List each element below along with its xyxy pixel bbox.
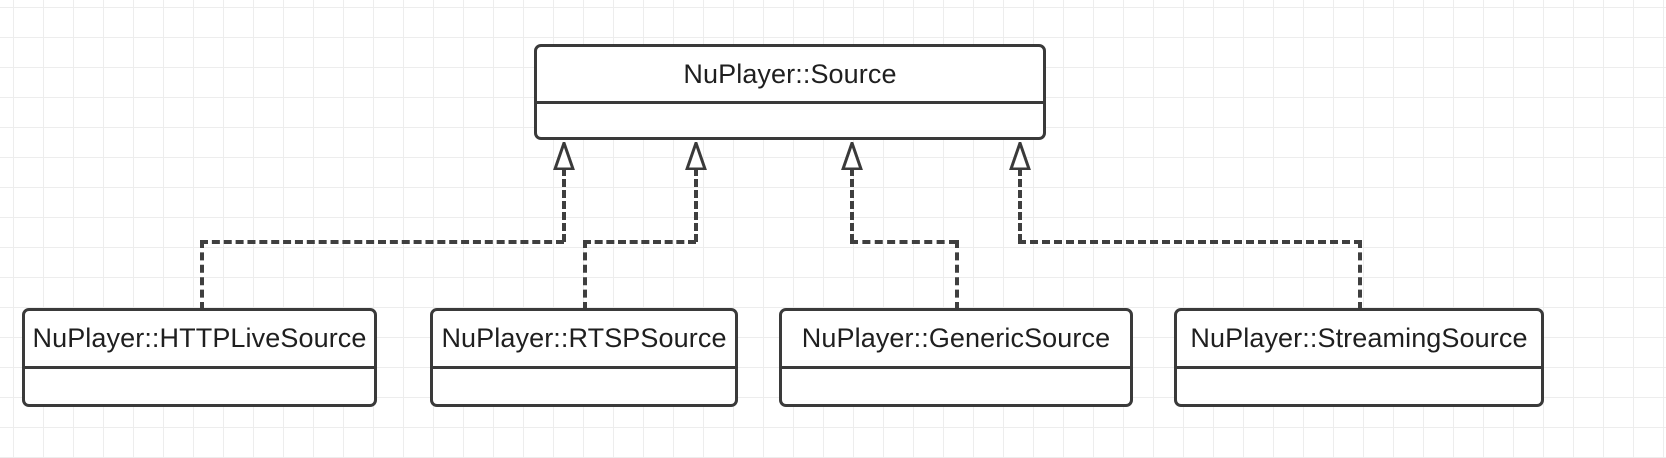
class-name-nuplayer-httplivesource: NuPlayer::HTTPLiveSource xyxy=(25,311,374,369)
class-compartment-attributes-nuplayer-source xyxy=(537,104,1043,137)
realization-line-rtspsource-vertical-upper xyxy=(694,168,698,242)
class-box-nuplayer-genericsource[interactable]: NuPlayer::GenericSource xyxy=(779,308,1133,407)
class-compartment-attributes-nuplayer-rtspsource xyxy=(433,369,735,404)
class-name-nuplayer-source: NuPlayer::Source xyxy=(537,47,1043,104)
realization-line-streamingsource-vertical-lower xyxy=(1358,240,1362,310)
realization-line-streamingsource-vertical-upper xyxy=(1018,168,1022,242)
realization-line-rtspsource-horizontal xyxy=(583,240,696,244)
class-box-nuplayer-httplivesource[interactable]: NuPlayer::HTTPLiveSource xyxy=(22,308,377,407)
realization-arrowhead-genericsource xyxy=(841,142,863,170)
realization-line-httplivesource-vertical-lower xyxy=(200,240,204,310)
realization-line-genericsource-vertical-upper xyxy=(850,168,854,242)
realization-line-streamingsource-horizontal xyxy=(1018,240,1362,244)
class-box-nuplayer-streamingsource[interactable]: NuPlayer::StreamingSource xyxy=(1174,308,1544,407)
realization-line-genericsource-vertical-lower xyxy=(955,240,959,310)
realization-arrowhead-streamingsource xyxy=(1009,142,1031,170)
realization-arrowhead-rtspsource xyxy=(685,142,707,170)
realization-arrowhead-httplivesource xyxy=(553,142,575,170)
class-compartment-attributes-nuplayer-streamingsource xyxy=(1177,369,1541,404)
realization-line-httplivesource-horizontal xyxy=(200,240,564,244)
class-name-nuplayer-rtspsource: NuPlayer::RTSPSource xyxy=(433,311,735,369)
class-box-nuplayer-rtspsource[interactable]: NuPlayer::RTSPSource xyxy=(430,308,738,407)
class-name-nuplayer-streamingsource: NuPlayer::StreamingSource xyxy=(1177,311,1541,369)
class-compartment-attributes-nuplayer-httplivesource xyxy=(25,369,374,404)
realization-line-rtspsource-vertical-lower xyxy=(583,240,587,310)
class-box-nuplayer-source[interactable]: NuPlayer::Source xyxy=(534,44,1046,140)
realization-line-httplivesource-vertical-upper xyxy=(562,168,566,242)
class-name-nuplayer-genericsource: NuPlayer::GenericSource xyxy=(782,311,1130,369)
class-compartment-attributes-nuplayer-genericsource xyxy=(782,369,1130,404)
realization-line-genericsource-horizontal xyxy=(850,240,957,244)
